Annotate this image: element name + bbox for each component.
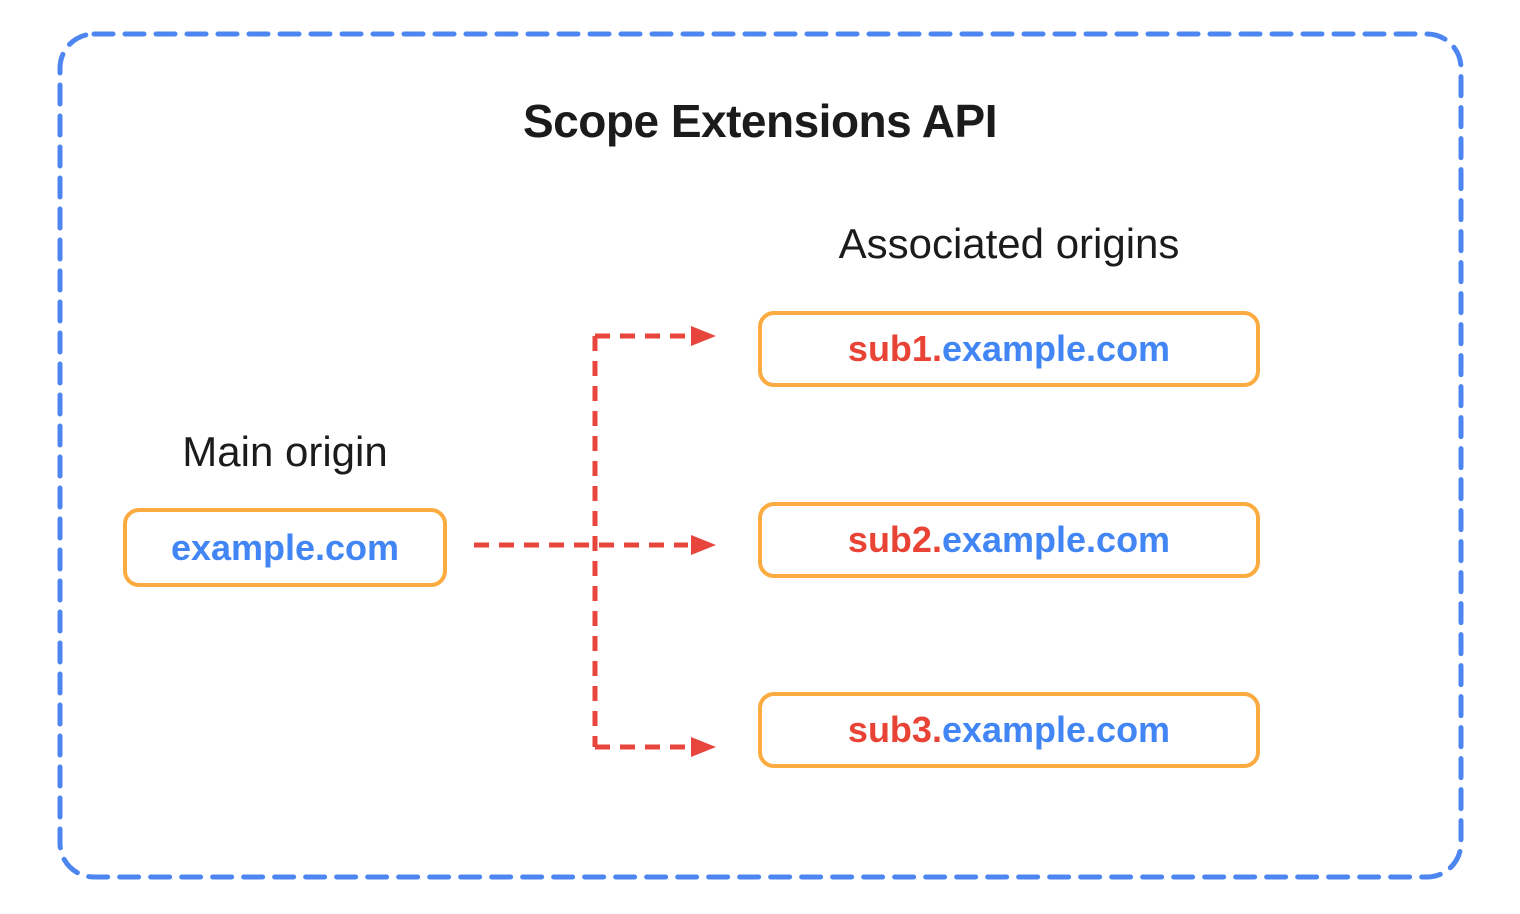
diagram-title: Scope Extensions API [523, 95, 998, 147]
sub3-subdomain-text: sub3. [847, 709, 942, 750]
associated-origins-label: Associated origins [838, 220, 1180, 267]
arrowhead-sub1-icon [691, 326, 716, 346]
sub2-subdomain-text: sub2. [847, 519, 942, 560]
sub2-domain-text: example.com [941, 519, 1171, 560]
sub3-domain-text: example.com [941, 709, 1171, 750]
associated-origin-box-sub2: sub2.example.com [758, 502, 1260, 578]
associated-origin-box-sub1: sub1.example.com [758, 311, 1260, 387]
main-origin-domain: example.com [170, 526, 400, 568]
arrowhead-sub2-icon [691, 535, 716, 555]
sub1-subdomain-text: sub1. [847, 328, 942, 369]
arrowhead-sub3-icon [691, 737, 716, 757]
main-origin-label: Main origin [182, 428, 388, 475]
sub1-domain-text: example.com [941, 328, 1171, 369]
main-origin-box: example.com [123, 508, 447, 587]
associated-origin-box-sub3: sub3.example.com [758, 692, 1260, 768]
